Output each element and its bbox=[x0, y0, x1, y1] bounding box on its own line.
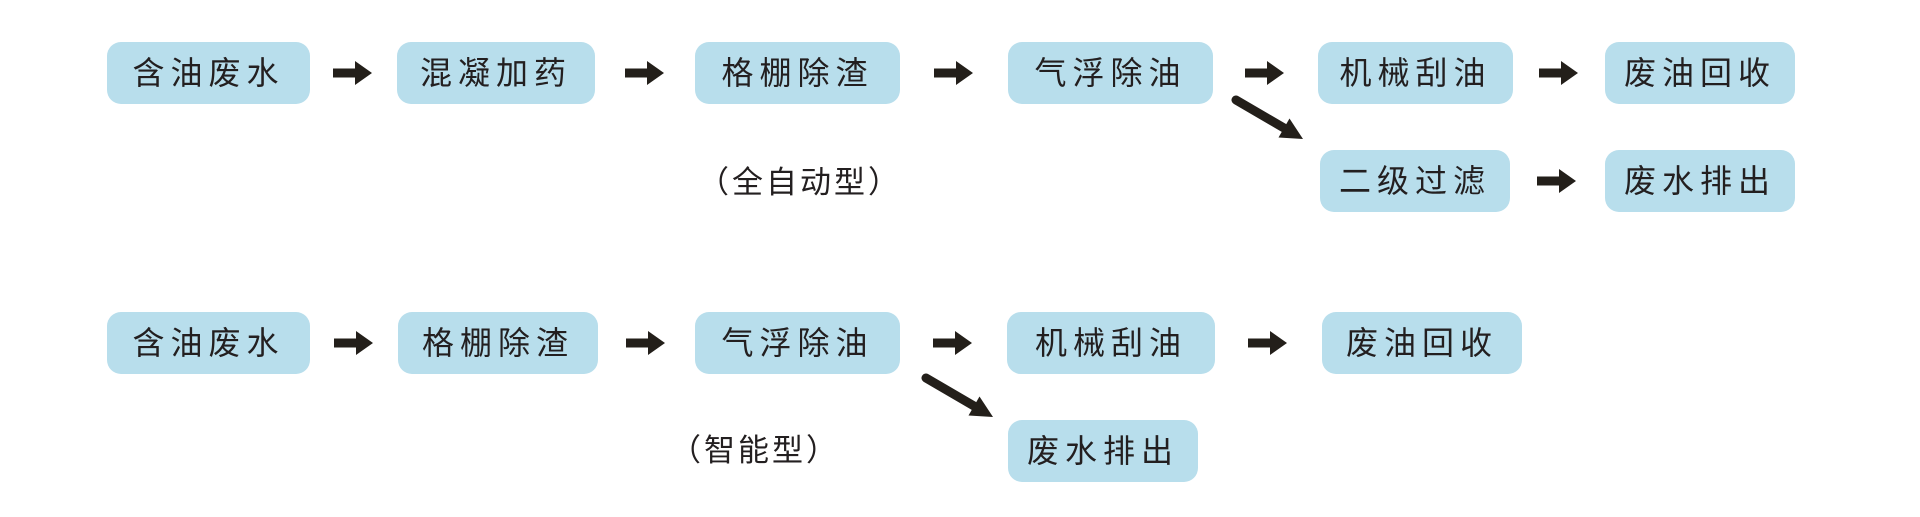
flow1-node-air-flotation-deoiling: 气浮除油 bbox=[1008, 42, 1213, 104]
right-arrow-icon bbox=[1537, 169, 1576, 193]
right-arrow-icon bbox=[333, 61, 372, 85]
right-arrow-icon bbox=[1539, 61, 1578, 85]
flow1-node-secondary-filtration: 二级过滤 bbox=[1320, 150, 1510, 212]
right-arrow-icon bbox=[1248, 331, 1287, 355]
right-arrow-icon bbox=[933, 331, 972, 355]
right-arrow-icon bbox=[625, 61, 664, 85]
flow2-node-oily-wastewater: 含油废水 bbox=[107, 312, 310, 374]
flow2-node-wastewater-discharge: 废水排出 bbox=[1008, 420, 1198, 482]
flow1-node-waste-oil-recovery: 废油回收 bbox=[1605, 42, 1795, 104]
flow1-node-screen-deslagging: 格棚除渣 bbox=[695, 42, 900, 104]
flow2-node-air-flotation-deoiling: 气浮除油 bbox=[695, 312, 900, 374]
diagonal-down-right-arrow-icon bbox=[1231, 95, 1303, 139]
flow1-node-coagulant-dosing: 混凝加药 bbox=[397, 42, 595, 104]
right-arrow-icon bbox=[626, 331, 665, 355]
flow2-node-screen-deslagging: 格棚除渣 bbox=[398, 312, 598, 374]
flow2-variant-label: （智能型） bbox=[670, 433, 840, 468]
flow1-node-oily-wastewater: 含油废水 bbox=[107, 42, 310, 104]
right-arrow-icon bbox=[934, 61, 973, 85]
right-arrow-icon bbox=[334, 331, 373, 355]
right-arrow-icon bbox=[1245, 61, 1284, 85]
flow1-node-mechanical-oil-scraping: 机械刮油 bbox=[1318, 42, 1513, 104]
flow1-variant-label: （全自动型） bbox=[698, 165, 902, 200]
flow2-node-mechanical-oil-scraping: 机械刮油 bbox=[1007, 312, 1215, 374]
diagonal-down-right-arrow-icon bbox=[921, 373, 993, 417]
flow2-node-waste-oil-recovery: 废油回收 bbox=[1322, 312, 1522, 374]
flow1-node-wastewater-discharge: 废水排出 bbox=[1605, 150, 1795, 212]
